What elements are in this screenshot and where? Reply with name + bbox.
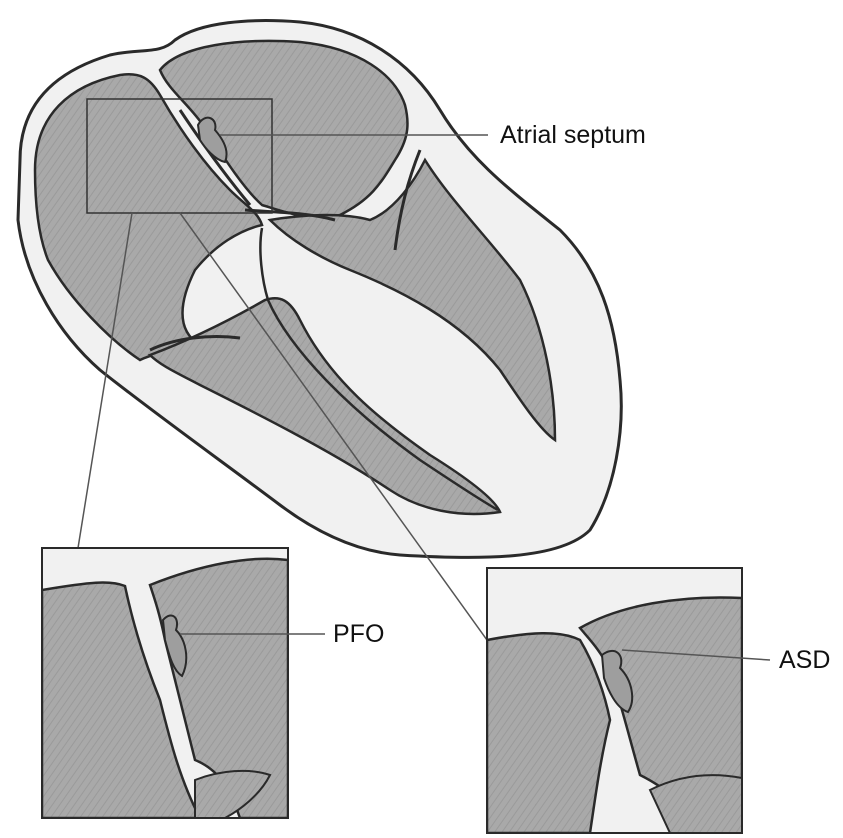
label-atrial-septum: Atrial septum <box>500 123 646 148</box>
pfo-inset <box>42 548 288 818</box>
label-pfo: PFO <box>333 622 384 647</box>
asd-inset <box>487 568 742 833</box>
label-asd: ASD <box>779 648 830 673</box>
